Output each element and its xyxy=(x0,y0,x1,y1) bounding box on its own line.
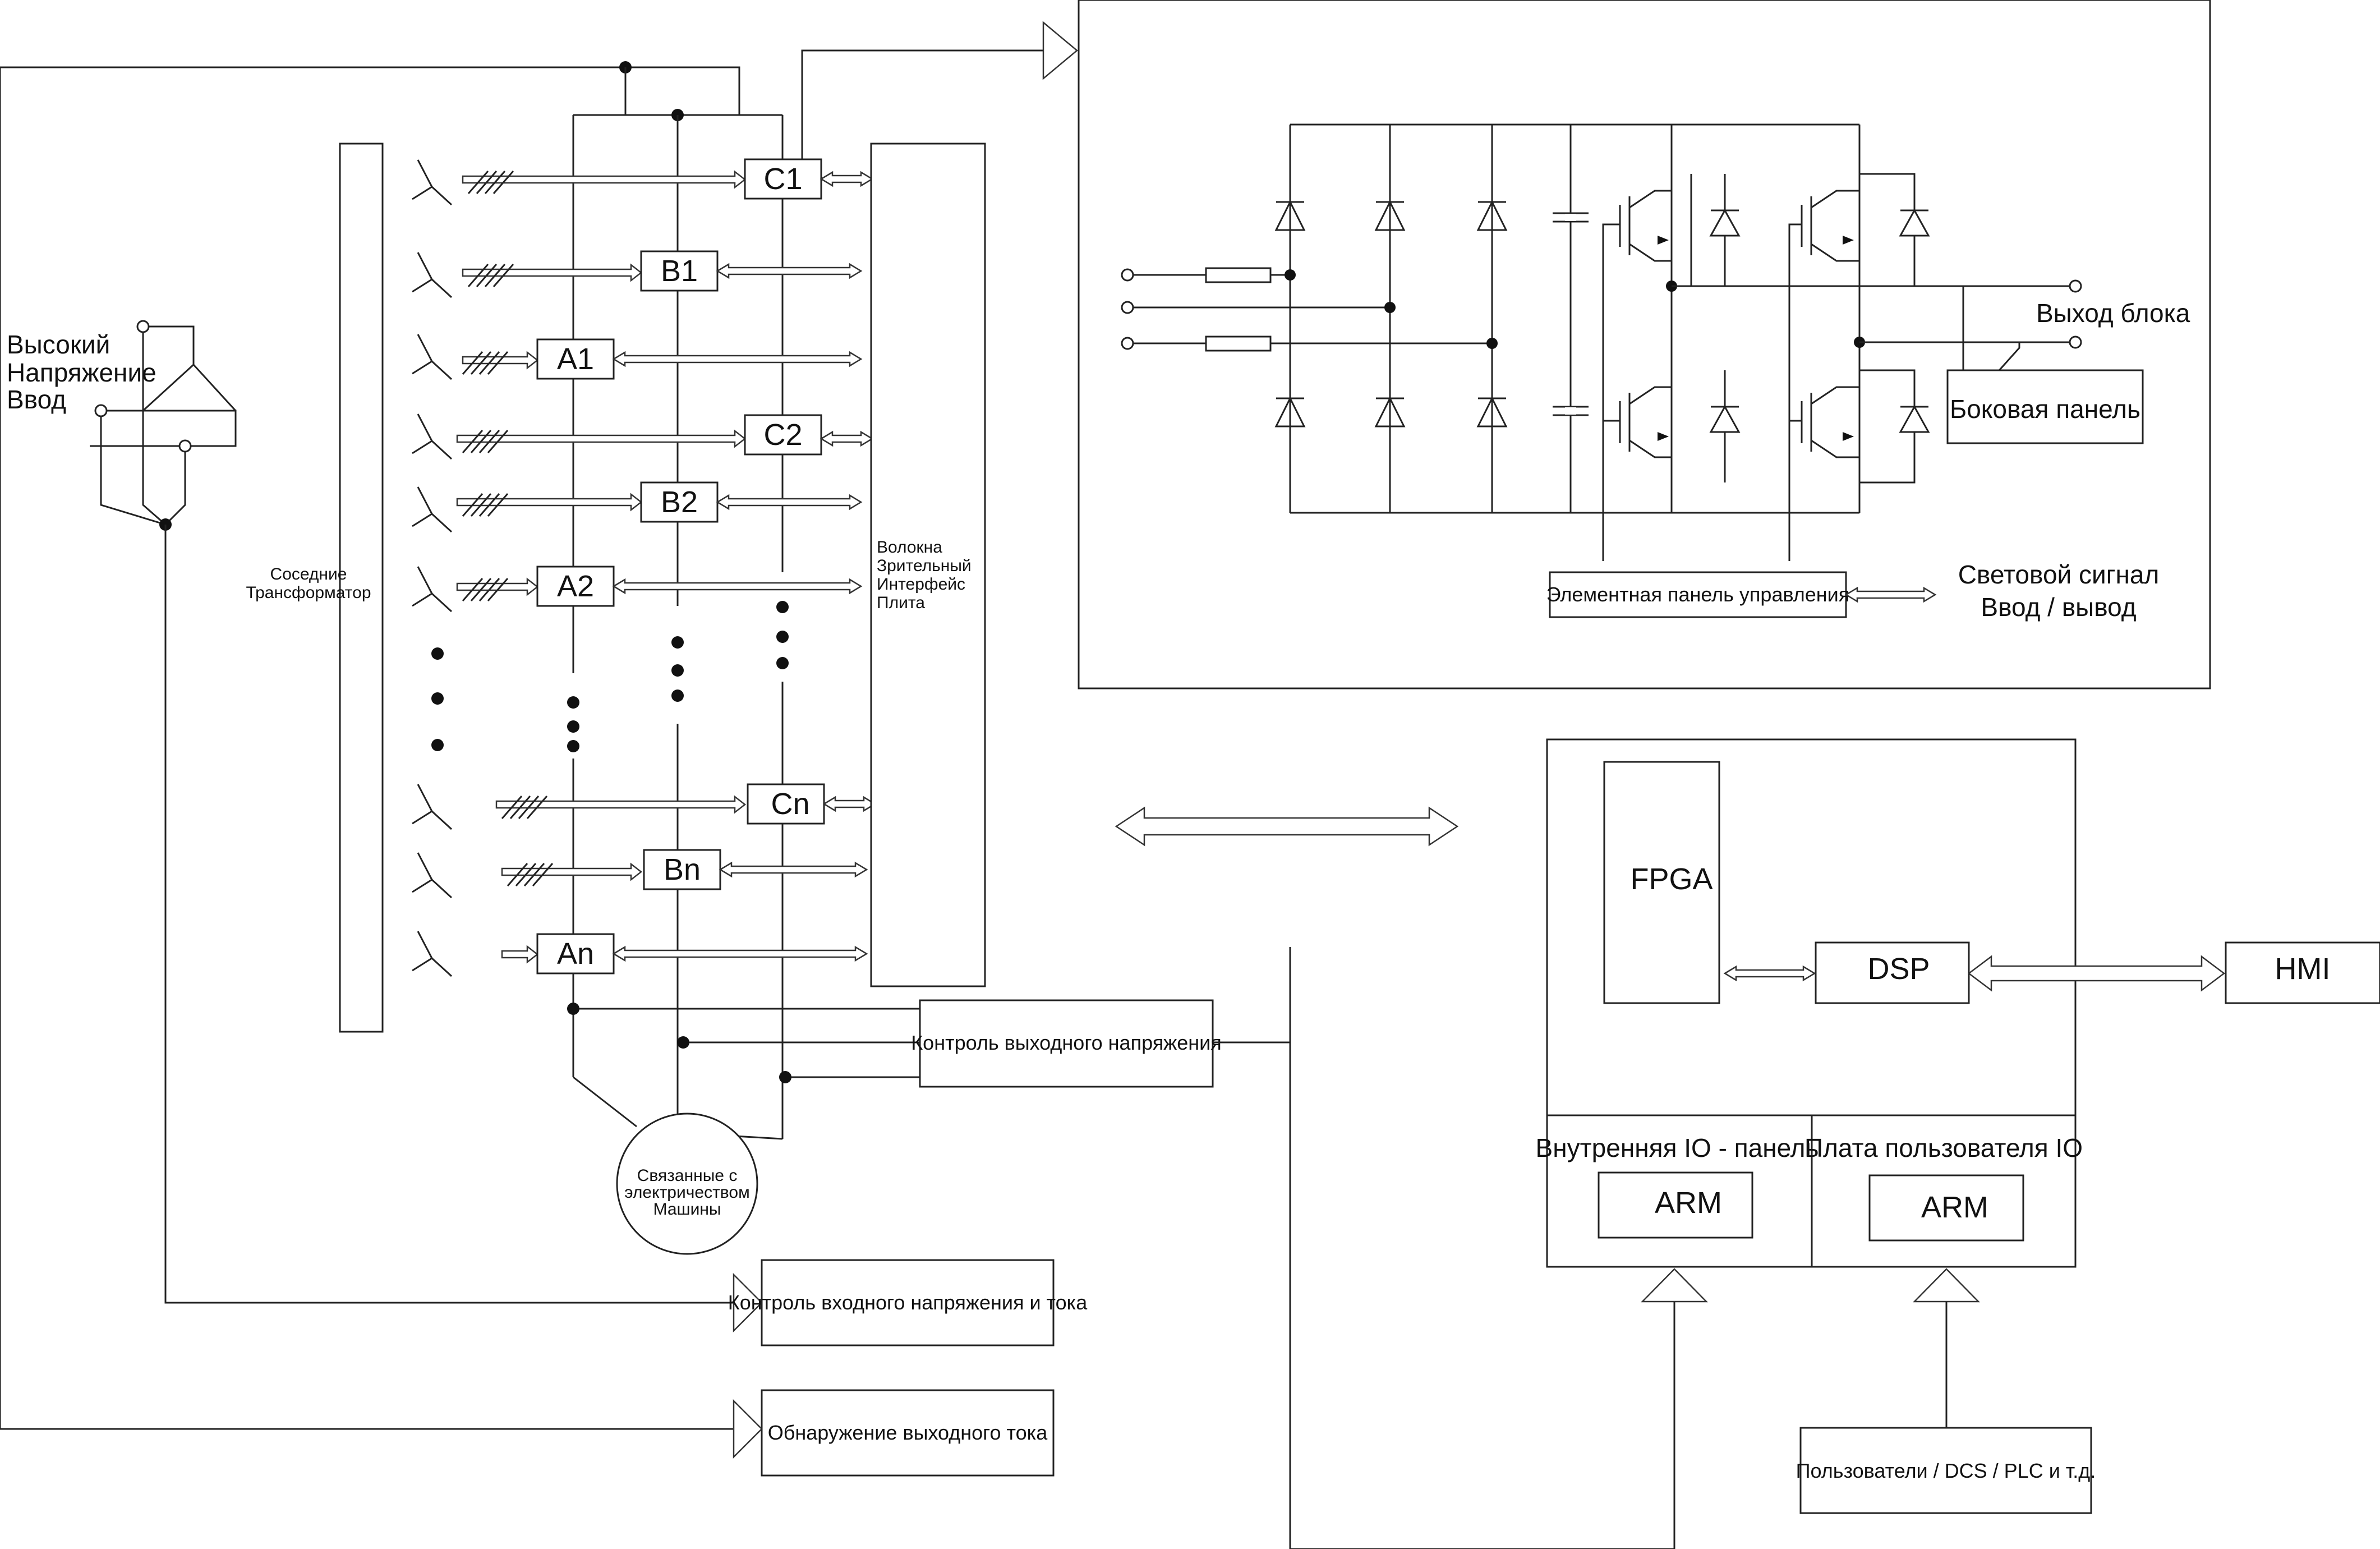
bypass-label: Боковая панель xyxy=(1950,394,2140,424)
light-io-label-1: Световой сигнал xyxy=(1958,560,2160,589)
cell-detail-link xyxy=(801,21,1078,159)
hv-input-section: Высокий Напряжение Ввод xyxy=(0,61,782,1304)
dsp-label: DSP xyxy=(1867,952,1930,986)
motor-label-3: Машины xyxy=(653,1200,721,1219)
cell-c2-label: C2 xyxy=(763,418,802,452)
unit-output-label: Выход блока xyxy=(2036,298,2190,328)
light-io-label-2: Ввод / вывод xyxy=(1981,592,2136,622)
cell-b1-label: B1 xyxy=(661,254,698,288)
hv-input-label-1: Высокий xyxy=(7,330,110,359)
fiber-link-arrows xyxy=(612,171,877,962)
fiber-label-4: Плита xyxy=(877,594,925,612)
cell-a2: A2 xyxy=(536,566,615,607)
users-label: Пользователи / DCS / PLC и т.д. xyxy=(1796,1459,2096,1482)
power-cell-detail: Выход блока Боковая панель Элементная па… xyxy=(1078,0,2211,690)
cell-control-label: Элементная панель управления xyxy=(1546,583,1850,606)
hv-input-label-2: Напряжение xyxy=(7,358,156,387)
arm-block-user xyxy=(1868,1174,2024,1242)
arm1-label: ARM xyxy=(1655,1186,1722,1220)
hmi-block xyxy=(2225,941,2380,1004)
cell-an: An xyxy=(536,933,615,975)
motor-label-2: электричеством xyxy=(624,1183,749,1202)
cell-b1: B1 xyxy=(640,250,719,292)
transformer-label-2: Трансформатор xyxy=(246,583,371,602)
arm2-label: ARM xyxy=(1921,1191,1988,1224)
cell-cn-label: Cn xyxy=(771,787,809,821)
fiber-label-3: Интерфейс xyxy=(877,575,965,594)
cell-cn: Cn xyxy=(747,783,825,825)
users-dcs-plc-block xyxy=(1799,1427,2092,1514)
cell-b2: B2 xyxy=(640,481,719,523)
output-voltage-label: Контроль выходного напряжения xyxy=(911,1031,1222,1054)
phase-shift-transformer: Соседние Трансформатор xyxy=(246,143,384,1033)
bypass-panel xyxy=(1946,369,2144,444)
fiber-label-2: Зрительный xyxy=(877,557,972,575)
control-link-arrow xyxy=(1115,806,1459,847)
fiber-interface-board: Волокна Зрительный Интерфейс Плита xyxy=(870,143,986,987)
fpga-block xyxy=(1603,761,1720,1004)
power-feed-arrows xyxy=(456,170,747,964)
controller-section: FPGA DSP HMI Внутренняя IO - панель Плат… xyxy=(1536,738,2380,1514)
internal-io-label: Внутренняя IO - панель xyxy=(1536,1133,1819,1162)
input-vi-monitor: Контроль входного напряжения и тока xyxy=(728,1259,1088,1346)
motor-label-1: Связанные с xyxy=(637,1166,738,1185)
cell-a2-label: A2 xyxy=(557,569,594,603)
cell-c1: C1 xyxy=(744,158,822,200)
dsp-block xyxy=(1815,941,1970,1004)
cell-b2-label: B2 xyxy=(661,485,698,519)
cell-a1: A1 xyxy=(536,338,615,380)
cell-bn: Bn xyxy=(643,849,721,890)
fiber-label-1: Волокна xyxy=(877,538,942,557)
hmi-label: HMI xyxy=(2275,952,2331,986)
arm-block-internal xyxy=(1598,1171,1753,1239)
cell-a1-label: A1 xyxy=(557,342,594,376)
output-current-label: Обнаружение выходного тока xyxy=(768,1421,1048,1444)
output-voltage-monitor: Контроль выходного напряжения xyxy=(911,999,1290,1088)
cell-c1-label: C1 xyxy=(763,162,802,196)
cell-c2: C2 xyxy=(744,414,822,456)
power-cells: C1 B1 A1 C2 B2 A2 Cn Bn xyxy=(536,158,825,975)
cell-bn-label: Bn xyxy=(664,853,701,886)
fpga-label: FPGA xyxy=(1630,862,1713,896)
cell-an-label: An xyxy=(557,937,594,971)
input-vi-label: Контроль входного напряжения и тока xyxy=(728,1291,1088,1314)
motor-section: Связанные с электричеством Машины xyxy=(567,1003,920,1255)
motor-circle xyxy=(616,1113,758,1255)
transformer-label-1: Соседние xyxy=(270,565,347,583)
output-current-detector: Обнаружение выходного тока xyxy=(0,1038,1055,1477)
secondary-windings xyxy=(412,159,453,977)
hv-input-label-3: Ввод xyxy=(7,385,66,414)
user-io-label: Плата пользователя IO xyxy=(1804,1133,2083,1162)
